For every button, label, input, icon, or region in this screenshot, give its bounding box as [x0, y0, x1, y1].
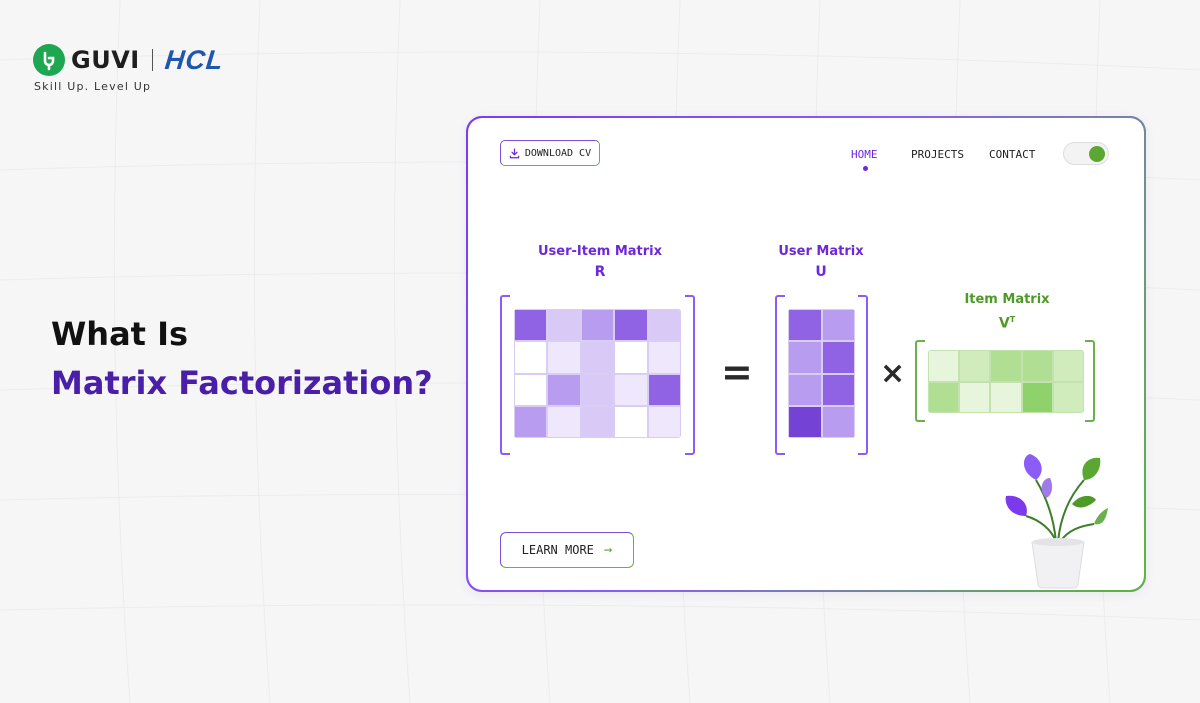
brand-logo: GUVI HCL Skill Up. Level Up	[33, 44, 225, 93]
r-bracket-right	[685, 295, 695, 455]
u-matrix-symbol: U	[815, 264, 827, 280]
download-cv-label: DOWNLOAD CV	[524, 147, 592, 159]
v-matrix-symbol: VT	[952, 310, 1062, 334]
learn-more-label: LEARN MORE	[521, 543, 594, 557]
r-matrix-cell	[514, 373, 548, 406]
u-matrix-cell	[788, 309, 822, 342]
title-line-1: What Is	[51, 315, 189, 353]
nav-contact[interactable]: CONTACT	[989, 148, 1036, 161]
u-matrix-cell	[788, 373, 822, 406]
v-bracket-right	[1085, 340, 1095, 422]
nav-projects[interactable]: PROJECTS	[911, 148, 964, 161]
v-matrix-cell	[990, 350, 1022, 382]
title-line-2: Matrix Factorization?	[51, 364, 433, 402]
v-transpose-superscript: T	[1009, 315, 1016, 324]
v-matrix-cell	[928, 381, 960, 413]
v-matrix-cell	[1021, 350, 1053, 382]
hcl-wordmark: HCL	[163, 44, 225, 75]
v-matrix-cell	[959, 350, 991, 382]
v-matrix-cell	[928, 350, 960, 382]
r-matrix-cell	[614, 341, 648, 374]
r-matrix-cell	[514, 309, 548, 342]
v-symbol-letter: V	[998, 315, 1010, 332]
r-matrix-cell	[580, 309, 615, 342]
guvi-logo-icon	[33, 44, 65, 76]
r-matrix-cell	[614, 405, 648, 438]
r-matrix-name: User-Item Matrix	[537, 244, 663, 259]
v-matrix-name: Item Matrix	[964, 292, 1050, 307]
r-matrix-cell	[580, 373, 615, 406]
toggle-knob	[1089, 145, 1105, 162]
learn-more-button[interactable]: LEARN MORE →	[500, 532, 634, 568]
u-matrix-grid	[788, 309, 855, 438]
v-matrix-cell	[1052, 381, 1084, 413]
brand-divider	[151, 49, 153, 71]
u-matrix-cell	[821, 373, 855, 406]
portfolio-card: DOWNLOAD CV HOME PROJECTS CONTACT User-I…	[466, 116, 1146, 592]
r-matrix-cell	[547, 309, 581, 342]
potted-plant-icon	[1005, 454, 1108, 589]
u-matrix-cell	[821, 405, 855, 438]
r-matrix-cell	[514, 341, 548, 374]
r-matrix-cell	[647, 405, 681, 438]
r-matrix-label: User-Item Matrix R	[530, 242, 670, 282]
r-bracket-left	[500, 295, 510, 455]
r-matrix-grid	[514, 309, 681, 438]
page-title: What Is Matrix Factorization?	[51, 312, 433, 410]
r-matrix-cell	[614, 309, 648, 342]
u-matrix-name: User Matrix	[778, 244, 864, 259]
r-matrix-cell	[647, 373, 681, 406]
theme-toggle[interactable]	[1063, 142, 1109, 165]
guvi-wordmark: GUVI	[71, 46, 140, 74]
r-matrix-cell	[580, 341, 615, 374]
u-bracket-right	[858, 295, 868, 455]
u-matrix-cell	[821, 309, 855, 342]
r-matrix-cell	[614, 373, 648, 406]
u-matrix-label: User Matrix U	[766, 242, 876, 282]
u-matrix-cell	[788, 405, 822, 438]
r-matrix-cell	[547, 405, 581, 438]
nav-home[interactable]: HOME	[851, 148, 878, 161]
v-matrix-cell	[959, 381, 991, 413]
equals-sign: =	[721, 350, 753, 394]
brand-tagline: Skill Up. Level Up	[34, 80, 152, 93]
download-icon	[509, 147, 520, 158]
r-matrix-cell	[647, 341, 681, 374]
v-bracket-left	[915, 340, 925, 422]
r-matrix-cell	[547, 373, 581, 406]
u-matrix-cell	[788, 341, 822, 374]
multiply-sign: ×	[880, 356, 906, 391]
r-matrix-cell	[580, 405, 615, 438]
r-matrix-symbol: R	[594, 264, 606, 280]
v-matrix-grid	[928, 350, 1084, 413]
arrow-right-icon: →	[603, 542, 613, 558]
v-matrix-label: Item Matrix VT	[952, 290, 1062, 334]
u-bracket-left	[775, 295, 785, 455]
u-matrix-cell	[821, 341, 855, 374]
download-cv-button[interactable]: DOWNLOAD CV	[500, 140, 600, 166]
v-matrix-cell	[990, 381, 1022, 413]
r-matrix-cell	[514, 405, 548, 438]
r-matrix-cell	[547, 341, 581, 374]
r-matrix-cell	[647, 309, 681, 342]
nav-active-indicator	[863, 166, 868, 171]
v-matrix-cell	[1021, 381, 1053, 413]
v-matrix-cell	[1052, 350, 1084, 382]
